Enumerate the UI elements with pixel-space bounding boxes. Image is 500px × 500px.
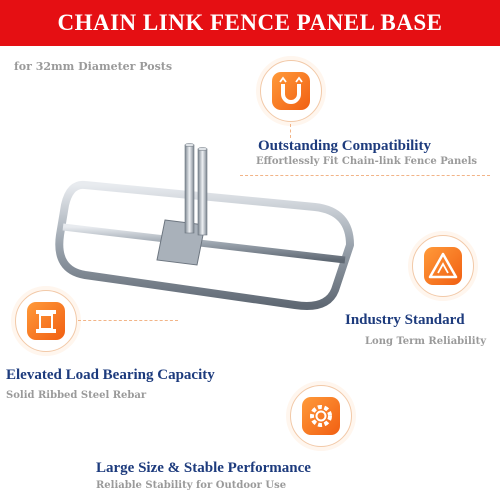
magnet-icon [272,72,310,110]
fence-base-illustration [55,143,354,310]
gear-icon [302,397,340,435]
page-subtitle: for 32mm Diameter Posts [14,60,173,73]
feature-size-icon-circle [290,385,352,447]
pillar-icon [27,302,65,340]
leader-line [290,124,291,138]
feature-load-icon-circle [15,290,77,352]
feature-subtitle: Long Term Reliability [365,336,487,347]
feature-title: Outstanding Compatibility [258,138,431,154]
feature-subtitle: Solid Ribbed Steel Rebar [6,390,147,401]
title-banner: CHAIN LINK FENCE PANEL BASE [0,0,500,46]
page-title: CHAIN LINK FENCE PANEL BASE [57,10,443,35]
feature-title: Elevated Load Bearing Capacity [6,367,215,383]
feature-subtitle: Reliable Stability for Outdoor Use [96,480,287,491]
leader-line [240,175,490,176]
warning-triangle-icon [424,247,462,285]
feature-compatibility-icon-circle [260,60,322,122]
feature-title: Industry Standard [345,312,465,328]
feature-title: Large Size & Stable Performance [96,460,311,476]
feature-subtitle: Effortlessly Fit Chain-link Fence Panels [256,156,478,167]
feature-industry-icon-circle [412,235,474,297]
leader-line [78,320,178,321]
